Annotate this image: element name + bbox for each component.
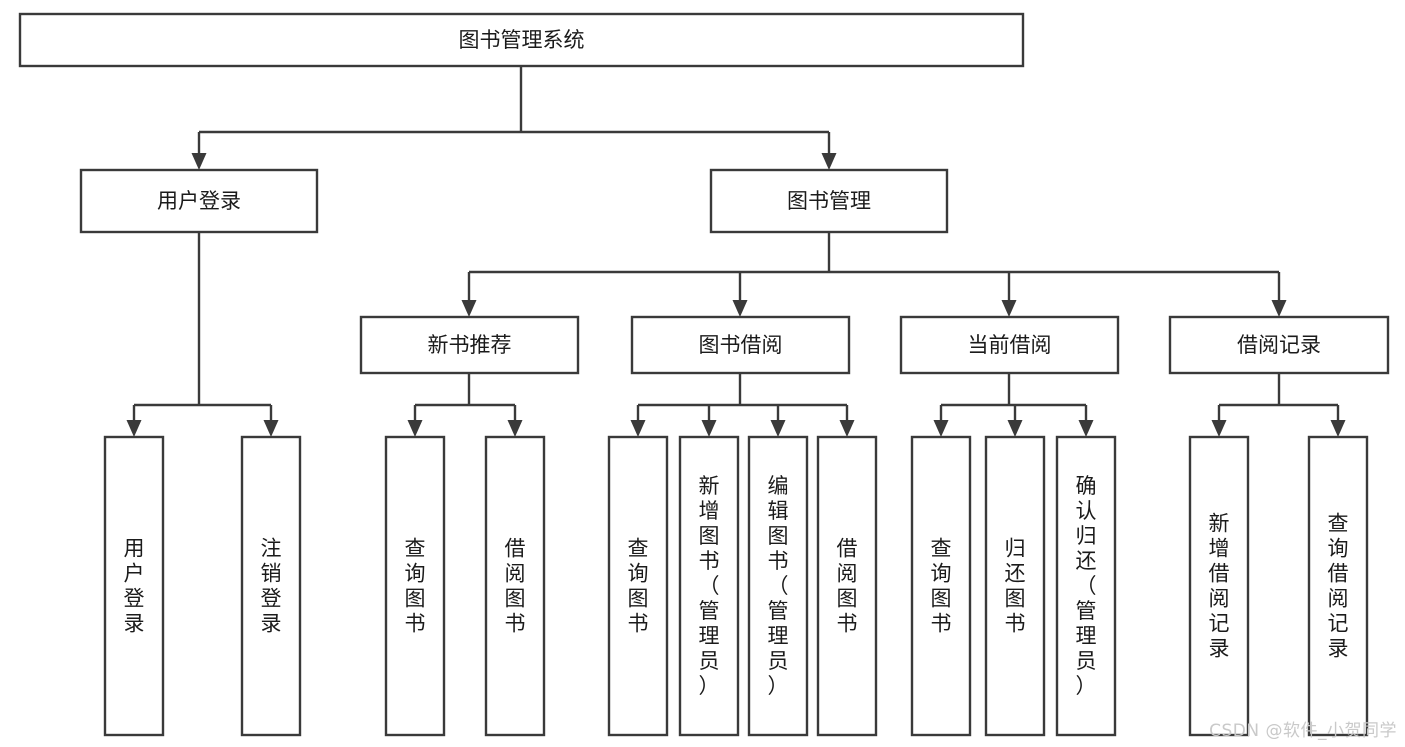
arrow-head-icon (1078, 420, 1094, 437)
node-label: 查询借阅记录 (1328, 512, 1349, 661)
node-leaf-confirm-return-admin[interactable]: 确认归还（管理员） (1055, 435, 1117, 737)
arrow-head-icon (191, 153, 207, 170)
node-label: 查询图书 (405, 537, 426, 636)
node-label: 借阅记录 (1237, 333, 1321, 357)
node-root[interactable]: 图书管理系统 (18, 12, 1025, 68)
node-label: 查询图书 (628, 537, 649, 636)
node-box (484, 435, 546, 737)
node-label: 新书推荐 (428, 333, 512, 357)
node-label: 新增借阅记录 (1209, 512, 1230, 661)
arrow-head-icon (732, 300, 748, 317)
node-book-manage[interactable]: 图书管理 (709, 168, 949, 234)
arrow-head-icon (1271, 300, 1287, 317)
node-book-borrow[interactable]: 图书借阅 (630, 315, 851, 375)
node-box (18, 12, 1025, 68)
arrow-head-icon (461, 300, 477, 317)
arrow-head-icon (630, 420, 646, 437)
node-box (103, 435, 165, 737)
arrow-head-icon (770, 420, 786, 437)
node-leaf-borrow-book[interactable]: 借阅图书 (816, 435, 878, 737)
node-leaf-borrow-book-rec[interactable]: 借阅图书 (484, 435, 546, 737)
node-leaf-add-borrow-record[interactable]: 新增借阅记录 (1188, 435, 1250, 737)
node-box (384, 435, 446, 737)
node-box (1168, 315, 1390, 375)
arrow-head-icon (263, 420, 279, 437)
node-label: 图书管理系统 (459, 28, 585, 52)
node-new-book-recommend[interactable]: 新书推荐 (359, 315, 580, 375)
node-box (607, 435, 669, 737)
node-box (1307, 435, 1369, 737)
node-box (359, 315, 580, 375)
node-box (630, 315, 851, 375)
node-label: 用户登录 (157, 189, 241, 213)
node-box (79, 168, 319, 234)
node-borrow-record[interactable]: 借阅记录 (1168, 315, 1390, 375)
arrow-head-icon (701, 420, 717, 437)
arrow-head-icon (1007, 420, 1023, 437)
arrow-head-icon (126, 420, 142, 437)
node-label: 注销登录 (261, 537, 282, 636)
node-label: 确认归还（管理员） (1076, 474, 1097, 698)
node-box (1055, 435, 1117, 737)
node-leaf-query-book-rec[interactable]: 查询图书 (384, 435, 446, 737)
node-layer: 图书管理系统用户登录图书管理新书推荐图书借阅当前借阅借阅记录用户登录注销登录查询… (18, 12, 1390, 737)
arrow-head-icon (507, 420, 523, 437)
node-leaf-query-book-cur[interactable]: 查询图书 (910, 435, 972, 737)
node-label: 借阅图书 (505, 537, 526, 636)
node-box (899, 315, 1120, 375)
node-leaf-logout[interactable]: 注销登录 (240, 435, 302, 737)
node-box (747, 435, 809, 737)
node-label: 用户登录 (124, 537, 145, 636)
node-label: 编辑图书（管理员） (768, 474, 789, 698)
node-label: 图书借阅 (699, 333, 783, 357)
node-leaf-query-book-borrow[interactable]: 查询图书 (607, 435, 669, 737)
arrow-head-icon (933, 420, 949, 437)
node-box (709, 168, 949, 234)
node-label: 新增图书（管理员） (699, 474, 720, 698)
node-box (910, 435, 972, 737)
node-label: 图书管理 (787, 189, 871, 213)
arrow-head-icon (1211, 420, 1227, 437)
node-leaf-return-book[interactable]: 归还图书 (984, 435, 1046, 737)
arrow-head-icon (821, 153, 837, 170)
node-label: 借阅图书 (837, 537, 858, 636)
node-leaf-add-book-admin[interactable]: 新增图书（管理员） (678, 435, 740, 737)
node-leaf-edit-book-admin[interactable]: 编辑图书（管理员） (747, 435, 809, 737)
node-leaf-query-borrow-record[interactable]: 查询借阅记录 (1307, 435, 1369, 737)
node-user-login[interactable]: 用户登录 (79, 168, 319, 234)
node-label: 归还图书 (1005, 537, 1026, 636)
node-label: 查询图书 (931, 537, 952, 636)
arrow-head-icon (1330, 420, 1346, 437)
node-box (678, 435, 740, 737)
node-box (240, 435, 302, 737)
node-leaf-user-login[interactable]: 用户登录 (103, 435, 165, 737)
connector-layer (126, 66, 1346, 437)
arrow-head-icon (1001, 300, 1017, 317)
node-box (1188, 435, 1250, 737)
node-label: 当前借阅 (968, 333, 1052, 357)
node-current-borrow[interactable]: 当前借阅 (899, 315, 1120, 375)
node-box (816, 435, 878, 737)
arrow-head-icon (839, 420, 855, 437)
node-box (984, 435, 1046, 737)
arrow-head-icon (407, 420, 423, 437)
